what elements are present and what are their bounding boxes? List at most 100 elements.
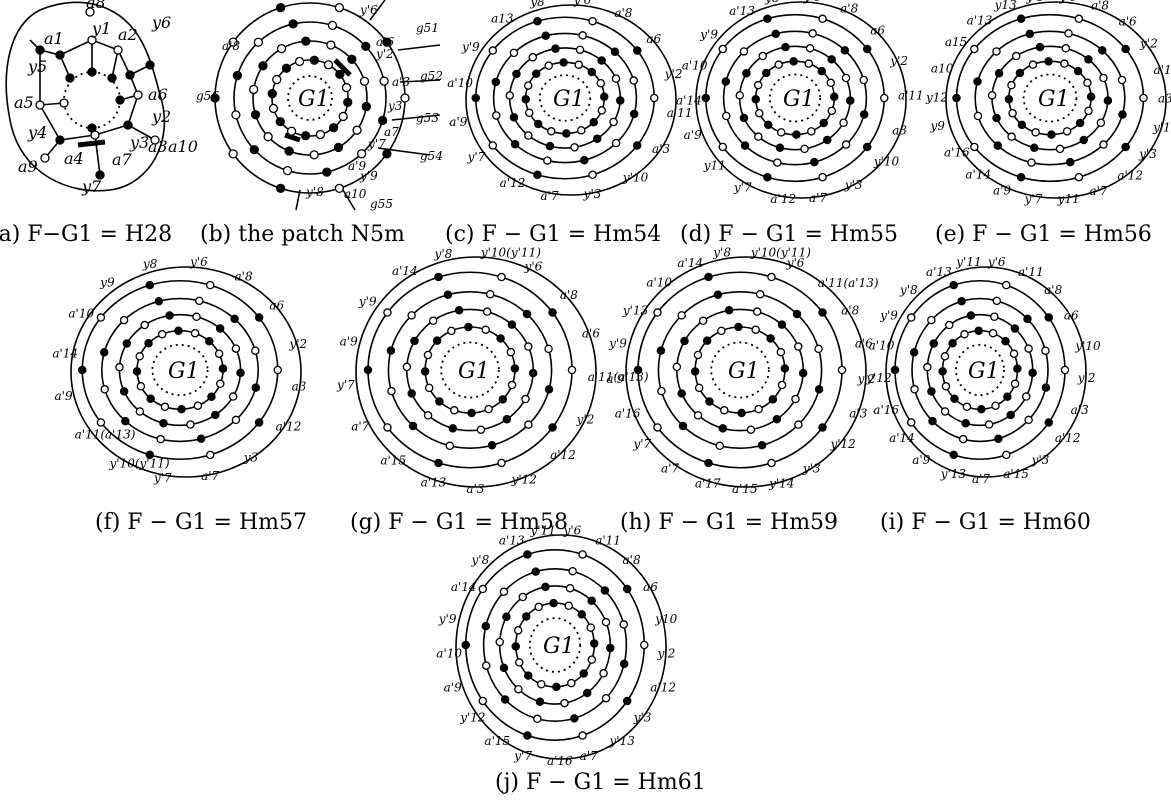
vertex	[822, 135, 832, 145]
vertex-label: y'6	[987, 255, 1006, 269]
vertex	[940, 352, 950, 361]
vertex	[1099, 73, 1108, 83]
vertex	[228, 392, 238, 401]
vertex	[1031, 128, 1040, 137]
vertex	[629, 76, 638, 85]
ring	[722, 30, 868, 166]
vertex	[640, 640, 649, 650]
vertex	[78, 365, 87, 375]
vertex-label: a6	[269, 298, 284, 312]
vertex	[859, 75, 868, 85]
vertex	[1010, 379, 1020, 388]
vertex	[497, 272, 506, 282]
vertex	[837, 365, 847, 375]
vertex	[578, 550, 587, 559]
vertex	[705, 397, 714, 406]
vertex-label: a'3	[1071, 403, 1089, 417]
vertex	[632, 46, 642, 55]
vertex	[958, 434, 968, 444]
vertex	[467, 408, 476, 418]
vertex-label: y12	[925, 90, 948, 104]
vertex	[846, 96, 855, 105]
vertex	[506, 347, 516, 357]
vertex	[589, 117, 598, 127]
vertex	[1064, 29, 1073, 38]
vertex	[228, 149, 238, 159]
vertex	[792, 309, 802, 319]
ring	[387, 290, 553, 449]
label-b-item: g55	[370, 197, 393, 211]
vertex	[1035, 42, 1045, 52]
label-b-item: y'8	[305, 185, 324, 199]
vertex-label: y'8	[712, 245, 731, 259]
label-a-item: y4	[27, 123, 47, 142]
vertex-label: y'6	[563, 523, 582, 537]
vertex	[757, 441, 767, 450]
vertex	[521, 95, 531, 104]
vertex	[698, 316, 708, 325]
vertex	[1055, 144, 1065, 154]
vertex	[568, 566, 577, 576]
vertex-label: a'8	[1044, 283, 1062, 297]
vertex	[717, 326, 726, 336]
vertex	[987, 91, 997, 100]
vertex-label: a'14	[889, 431, 915, 445]
center-label-e: G1	[1038, 87, 1070, 112]
vertex	[533, 170, 542, 180]
vertex	[230, 314, 239, 324]
vertex	[601, 617, 611, 627]
vertex	[157, 330, 167, 339]
vertex	[772, 415, 782, 424]
vertex	[488, 141, 498, 150]
vertex	[231, 344, 241, 353]
vertex	[443, 290, 453, 299]
vertex	[407, 311, 416, 320]
vertex	[484, 404, 493, 414]
vertex-label: a'7	[809, 191, 827, 205]
vertex	[1118, 110, 1127, 119]
vertex	[275, 2, 286, 13]
vertex	[502, 612, 511, 621]
label-a-item: y5	[27, 57, 47, 76]
caption-f: (f) F − G1 = Hm57	[95, 510, 308, 535]
vertex	[1121, 142, 1130, 152]
vertex	[1098, 46, 1107, 55]
vertex	[906, 418, 916, 427]
vertex	[653, 423, 662, 432]
vertex-label: y'6	[573, 0, 592, 7]
vertex	[192, 312, 201, 322]
center-label-h: G1	[728, 359, 760, 384]
vertex-label: y'8	[1025, 0, 1044, 4]
vertex	[495, 637, 504, 647]
vertex	[774, 60, 783, 69]
vertex	[619, 659, 629, 669]
vertex	[1121, 44, 1130, 54]
vertex	[827, 55, 836, 64]
vertex	[840, 46, 850, 55]
vertex	[523, 550, 532, 559]
label-a-item: a6	[148, 85, 168, 104]
panel-h-labels: y'10(y'11)y'6a'11(a'13)a'8a'6y'2a'3y'12y…	[606, 245, 879, 496]
vertex-label: a'16	[944, 146, 970, 160]
vertex	[792, 130, 801, 139]
ring	[482, 568, 628, 722]
vertex	[929, 339, 939, 348]
vertex-label: a'13	[967, 13, 993, 27]
vertex	[513, 626, 523, 635]
vertex	[1139, 93, 1148, 103]
vertex	[789, 57, 798, 66]
vertex	[880, 93, 889, 103]
vertex	[721, 77, 731, 86]
vertex	[1006, 410, 1015, 420]
panel-e-labels: y'6a'8a'6y'2a'11a3y'10y'3a'12a'7y11y'7a'…	[925, 0, 1171, 206]
vertex	[650, 93, 659, 103]
vertex	[622, 584, 632, 594]
vertex	[993, 141, 1002, 150]
ring	[657, 290, 823, 449]
vertex	[776, 347, 786, 357]
vertex	[949, 450, 958, 460]
vertex-label: y'12	[865, 371, 891, 385]
vertex	[382, 37, 392, 47]
vertex	[577, 126, 586, 135]
